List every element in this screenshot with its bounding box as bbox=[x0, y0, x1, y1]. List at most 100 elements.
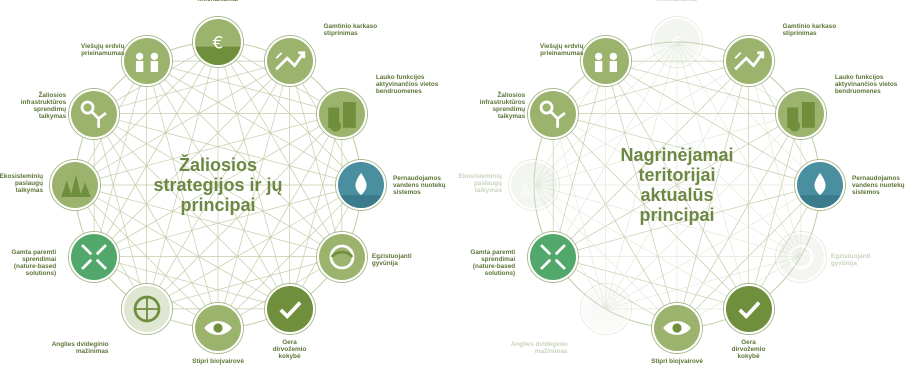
principle-label: Egzistuojanti gyvūnija bbox=[830, 252, 871, 267]
diagram-title: Nagrinėjamai teritorijai aktualūs princi… bbox=[620, 145, 734, 225]
principle-label: Ekologinio kompensavimo mechanizmai bbox=[642, 0, 712, 4]
principle-node bbox=[264, 36, 315, 87]
principle-node bbox=[69, 88, 120, 139]
connection-line bbox=[553, 184, 821, 257]
principle-label: Gamta paremti sprendimai (nature-based s… bbox=[11, 248, 57, 278]
principle-label: Gamtinio karkaso stiprinimas bbox=[323, 23, 378, 38]
connection-line bbox=[552, 60, 749, 257]
inward-arrows-icon bbox=[530, 233, 577, 280]
connection-line bbox=[676, 61, 749, 329]
forest-icon bbox=[511, 162, 557, 208]
principle-label: Stipri biojvairovė bbox=[651, 358, 703, 365]
principle-node bbox=[775, 231, 826, 282]
city-block-icon bbox=[318, 90, 365, 137]
people-icon bbox=[582, 38, 629, 85]
principle-node bbox=[528, 231, 579, 282]
inward-arrows-icon bbox=[71, 233, 118, 280]
principle-label: Stipri biojvairovė bbox=[192, 358, 244, 365]
connection-line bbox=[93, 61, 147, 257]
principle-label: Lauko funkcijos aktyvinančios vietos ben… bbox=[834, 73, 898, 95]
connection-line bbox=[74, 113, 342, 186]
principle-node bbox=[316, 231, 367, 282]
connection-line bbox=[605, 60, 749, 310]
people-icon bbox=[123, 38, 170, 85]
globe-arrows-icon bbox=[582, 285, 629, 332]
connection-line bbox=[552, 61, 606, 257]
eye-icon bbox=[654, 305, 700, 351]
principle-node bbox=[69, 231, 120, 282]
connection-line bbox=[146, 60, 342, 114]
euro-icon: € bbox=[195, 19, 241, 65]
connection-line bbox=[552, 113, 749, 310]
globe-arrows-icon bbox=[123, 285, 170, 332]
principle-label: Anglies dvideginio mažinimas bbox=[510, 340, 568, 356]
connection-line bbox=[146, 60, 362, 186]
principle-label: Gamta paremti sprendimai (nature-based s… bbox=[470, 248, 516, 278]
principle-label: Egzistuojanti gyvūnija bbox=[371, 252, 412, 267]
principle-node bbox=[580, 36, 631, 87]
water-drop-icon bbox=[338, 162, 384, 208]
connection-line bbox=[533, 184, 749, 310]
principle-node bbox=[121, 283, 172, 334]
principle-node bbox=[316, 88, 367, 139]
principle-node bbox=[264, 283, 315, 334]
connection-line bbox=[74, 184, 342, 257]
connection-line bbox=[533, 113, 801, 186]
principle-label: Ekologinio kompensavimo mechanizmai bbox=[183, 0, 253, 4]
principle-node bbox=[509, 160, 559, 210]
connection-line bbox=[605, 60, 821, 186]
wildlife-icon bbox=[318, 233, 365, 280]
connection-line bbox=[93, 60, 290, 257]
city-block-icon bbox=[777, 90, 824, 137]
principle-node: € bbox=[193, 17, 243, 67]
eye-icon bbox=[195, 305, 241, 351]
principle-node bbox=[528, 88, 579, 139]
connection-line bbox=[94, 184, 362, 257]
principle-label: Lauko funkcijos aktyvinančios vietos ben… bbox=[375, 73, 439, 95]
network-arrows-icon bbox=[266, 38, 313, 85]
pipes-icon bbox=[530, 90, 577, 137]
principle-label: Anglies dvideginio mažinimas bbox=[51, 340, 109, 356]
wildlife-icon bbox=[777, 233, 824, 280]
connection-line bbox=[93, 113, 219, 329]
right-diagram: Nagrinėjamai teritorijai aktualūs princi… bbox=[459, 0, 919, 365]
connection-line bbox=[552, 113, 606, 309]
connection-line bbox=[146, 113, 343, 310]
principle-node bbox=[50, 160, 100, 210]
connection-line bbox=[605, 60, 801, 114]
left-diagram: Žaliosios strategijos ir jų principai € E… bbox=[0, 0, 460, 365]
connection-line bbox=[146, 60, 290, 310]
connection-line bbox=[217, 41, 290, 309]
principle-node bbox=[652, 303, 702, 353]
principle-label: Pernaudojamos vandens nuotekų sistemos bbox=[393, 175, 446, 197]
principle-label: Žaliosios infrastruktūros sprendimų taik… bbox=[479, 91, 526, 121]
principle-node bbox=[193, 303, 243, 353]
connection-line bbox=[146, 60, 343, 257]
diagram-title: Žaliosios strategijos ir jų principai bbox=[153, 155, 283, 215]
pipes-icon bbox=[71, 90, 118, 137]
connection-line bbox=[146, 61, 219, 329]
principle-label: Ekosisteminių paslaugų taikymas bbox=[458, 173, 502, 195]
check-icon bbox=[266, 285, 313, 332]
connection-line bbox=[74, 184, 290, 310]
connection-line bbox=[217, 61, 290, 329]
principle-node bbox=[795, 160, 845, 210]
principle-node bbox=[580, 283, 631, 334]
principle-node: € bbox=[652, 17, 702, 67]
principle-node bbox=[121, 36, 172, 87]
connection-line bbox=[93, 113, 290, 310]
principle-node bbox=[775, 88, 826, 139]
connection-line bbox=[605, 113, 802, 310]
euro-icon: € bbox=[654, 19, 700, 65]
principle-label: Žaliosios infrastruktūros sprendimų taik… bbox=[20, 91, 67, 121]
connection-line bbox=[552, 113, 678, 329]
water-drop-icon bbox=[797, 162, 843, 208]
principle-label: Gamtinio karkaso stiprinimas bbox=[782, 23, 837, 38]
connection-line bbox=[676, 41, 749, 309]
connection-line bbox=[605, 61, 678, 329]
principle-node bbox=[336, 160, 386, 210]
connection-line bbox=[94, 113, 362, 186]
principle-node bbox=[723, 36, 774, 87]
svg-text:€: € bbox=[213, 33, 224, 52]
check-icon bbox=[725, 285, 772, 332]
